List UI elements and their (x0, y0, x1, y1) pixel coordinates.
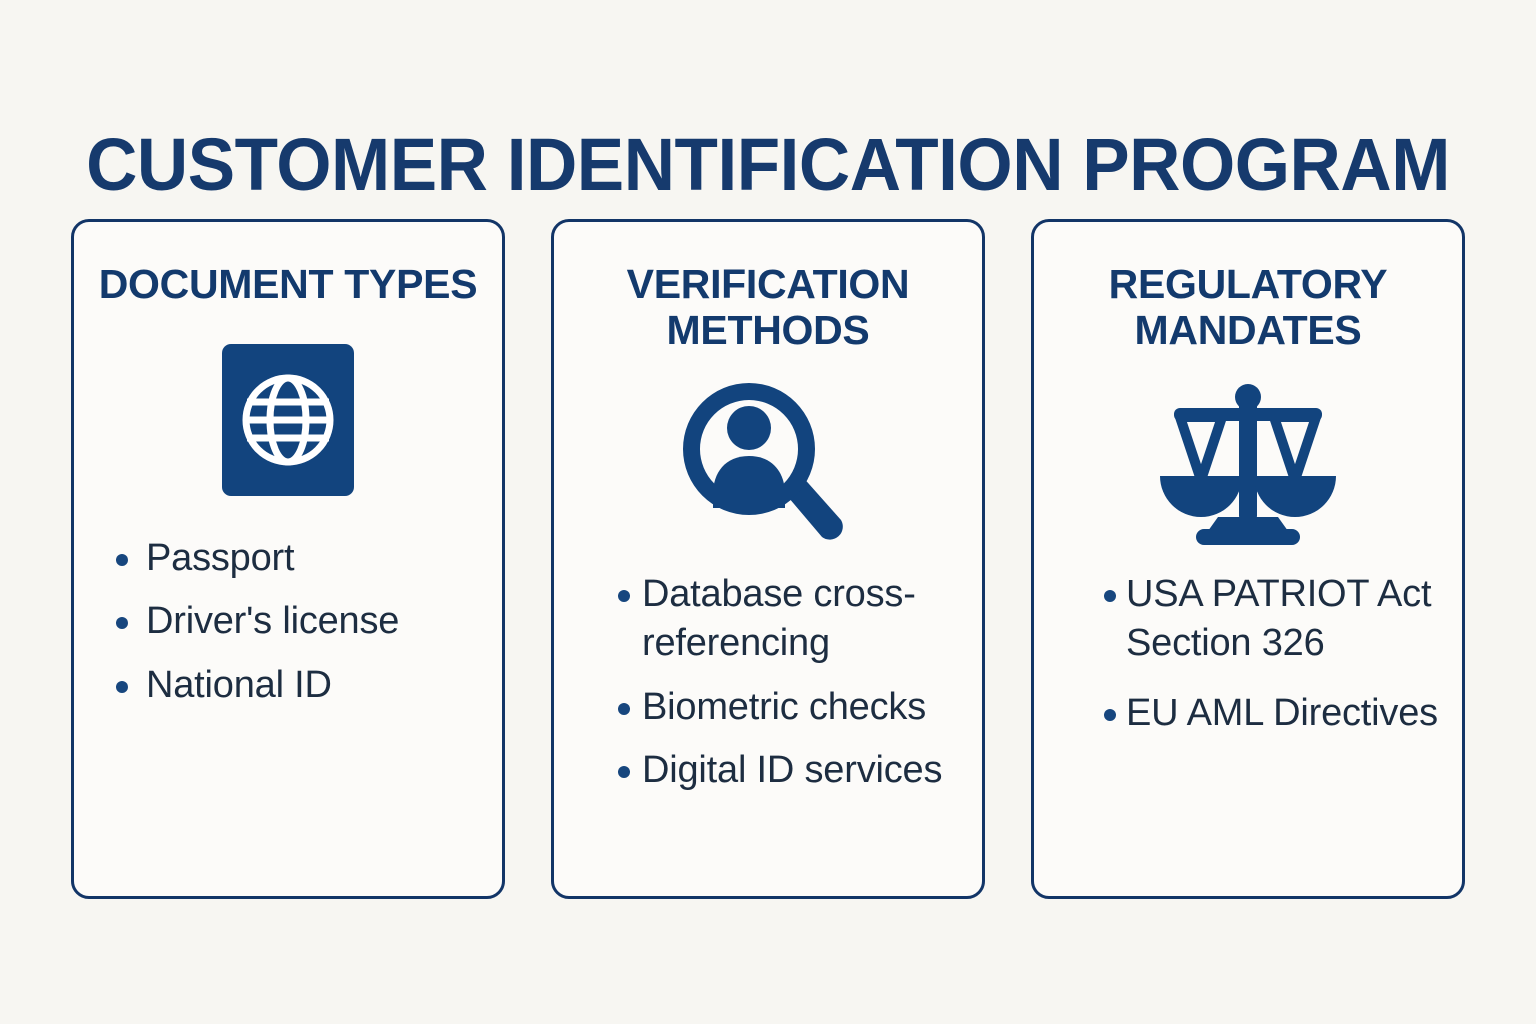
list-item: USA PATRIOT Act Section 326 (1082, 570, 1470, 669)
list-item: Passport (94, 534, 482, 583)
passport-globe-icon (222, 338, 354, 502)
list-item-label: Biometric checks (642, 685, 926, 728)
card-verification-methods: VERIFICATION METHODS Database cross-refe… (551, 219, 985, 899)
card-list: Passport Driver's license National ID (94, 534, 482, 724)
list-item: EU AML Directives (1082, 689, 1470, 738)
list-item: Digital ID services (596, 746, 984, 795)
list-item: Database cross-referencing (596, 570, 984, 669)
bullet-icon (116, 553, 128, 566)
bullet-icon (618, 589, 630, 602)
bullet-icon (1104, 708, 1116, 721)
person-magnifier-icon (683, 382, 853, 548)
list-item-label: Passport (146, 536, 295, 579)
list-item-label: Digital ID services (642, 748, 943, 791)
list-item-label: EU AML Directives (1126, 691, 1438, 734)
bullet-icon (116, 617, 128, 630)
bullet-icon (618, 702, 630, 715)
list-item: Biometric checks (596, 683, 984, 732)
balance-scales-icon (1160, 383, 1336, 548)
bullet-icon (1104, 589, 1116, 602)
card-document-types: DOCUMENT TYPES Passport Driver's license (71, 219, 505, 899)
card-row: DOCUMENT TYPES Passport Driver's license (71, 219, 1465, 899)
card-title: VERIFICATION METHODS (626, 261, 910, 353)
page-title: CUSTOMER IDENTIFICATION PROGRAM (86, 122, 1450, 206)
card-list: Database cross-referencing Biometric che… (574, 570, 984, 810)
card-title: DOCUMENT TYPES (98, 261, 478, 307)
list-item-label: Database cross-referencing (642, 572, 916, 665)
list-item-label: Driver's license (146, 600, 400, 643)
bullet-icon (618, 765, 630, 778)
list-item: National ID (94, 661, 482, 710)
list-item-label: USA PATRIOT Act Section 326 (1126, 572, 1432, 665)
list-item-label: National ID (146, 663, 332, 706)
bullet-icon (116, 680, 128, 693)
card-title: REGULATORY MANDATES (1108, 261, 1388, 353)
card-list: USA PATRIOT Act Section 326 EU AML Direc… (1054, 570, 1470, 758)
list-item: Driver's license (94, 597, 482, 646)
card-regulatory-mandates: REGULATORY MANDATES (1031, 219, 1465, 899)
